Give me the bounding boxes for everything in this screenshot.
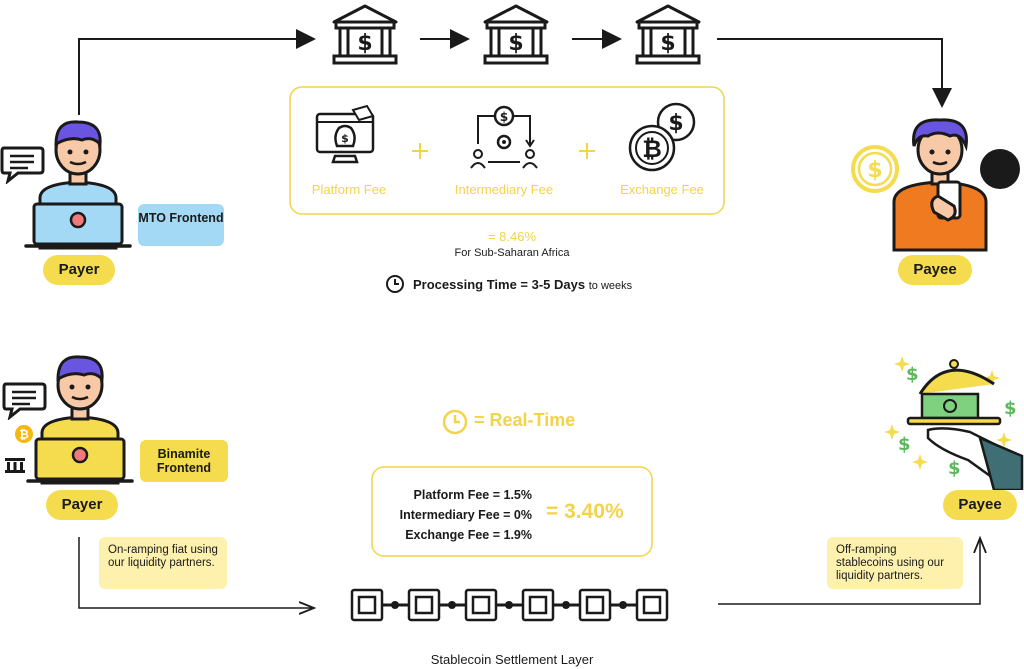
chat-bubble-icon: [2, 382, 47, 420]
bottom-payer-label: Payer: [46, 490, 118, 520]
svg-text:$: $: [508, 31, 523, 56]
mto-frontend-label: MTO Frontend: [138, 204, 224, 246]
bank-icon: $: [332, 4, 398, 65]
platform-fee-value: Platform Fee = 1.5%: [413, 488, 532, 502]
intermediary-fee-label: Intermediary Fee: [454, 182, 554, 197]
svg-text:$: $: [948, 458, 961, 479]
svg-text:$: $: [898, 434, 911, 455]
svg-text:₿: ₿: [19, 428, 29, 442]
payer-avatar: [24, 120, 132, 250]
svg-text:$: $: [341, 132, 349, 145]
svg-text:$: $: [867, 158, 882, 183]
top-fee-box: [289, 86, 725, 215]
exchange-fee-icon: $ ₿: [628, 102, 696, 172]
blockchain-icon: [350, 588, 669, 622]
svg-text:$: $: [668, 111, 683, 136]
clock-icon: [386, 275, 404, 293]
bottom-payee-label: Payee: [943, 490, 1017, 520]
payee-serving-cash-illustration: $ $ $ $: [884, 356, 1024, 490]
intermediary-fee-value: Intermediary Fee = 0%: [399, 508, 532, 522]
exchange-fee-label: Exchange Fee: [620, 182, 704, 197]
bank-to-payee-arrow: [717, 38, 952, 108]
black-coin-icon: [980, 149, 1020, 189]
top-payee-label: Payee: [898, 255, 972, 285]
top-payer-to-bank-arrow: [78, 29, 316, 115]
plus-icon: [579, 143, 595, 159]
bottom-fee-box: [371, 466, 653, 557]
top-payer-label: Payer: [43, 255, 115, 285]
region-label: For Sub-Saharan Africa: [454, 247, 570, 259]
processing-time-suffix: to weeks: [588, 280, 633, 292]
platform-fee-label: Platform Fee: [311, 182, 387, 197]
bank-icon: $: [483, 4, 549, 65]
bottom-fee-list: Platform Fee = 1.5% Intermediary Fee = 0…: [380, 485, 532, 545]
svg-text:$: $: [357, 31, 372, 56]
payer-avatar: [26, 355, 134, 485]
svg-text:₿: ₿: [642, 135, 662, 163]
offramp-note: Off-ramping stablecoins using our liquid…: [827, 537, 963, 589]
realtime-label: = Real-Time: [474, 410, 576, 430]
processing-time-value: Processing Time = 3-5 Days: [413, 277, 586, 292]
bottom-total-fee: = 3.40%: [546, 500, 624, 523]
bitcoin-coin-icon: ₿: [15, 425, 33, 443]
clock-icon: [442, 409, 468, 435]
svg-text:$: $: [906, 364, 919, 385]
platform-fee-icon: $: [315, 104, 375, 164]
exchange-fee-value: Exchange Fee = 1.9%: [405, 528, 532, 542]
svg-text:$: $: [500, 110, 508, 124]
bank-small-icon: [5, 458, 25, 473]
svg-text:$: $: [1004, 398, 1017, 419]
chain-to-payee-arrow: [718, 538, 980, 605]
svg-text:$: $: [660, 31, 675, 56]
processing-time: Processing Time = 3-5 Days to weeks: [413, 277, 632, 292]
bottom-payer-to-chain-arrow: [78, 537, 314, 608]
intermediary-fee-icon: $: [470, 105, 538, 169]
payee-avatar: [892, 118, 988, 252]
chat-bubble-icon: [0, 146, 45, 184]
top-total-fee: = 8.46%: [487, 229, 537, 244]
binamite-frontend-label: Binamite Frontend: [140, 440, 228, 482]
bank-icon: $: [635, 4, 701, 65]
onramp-note: On-ramping fiat using our liquidity part…: [99, 537, 227, 589]
settlement-layer-label: Stablecoin Settlement Layer: [430, 652, 594, 667]
dollar-coin-icon: $: [851, 145, 899, 193]
plus-icon: [412, 143, 428, 159]
